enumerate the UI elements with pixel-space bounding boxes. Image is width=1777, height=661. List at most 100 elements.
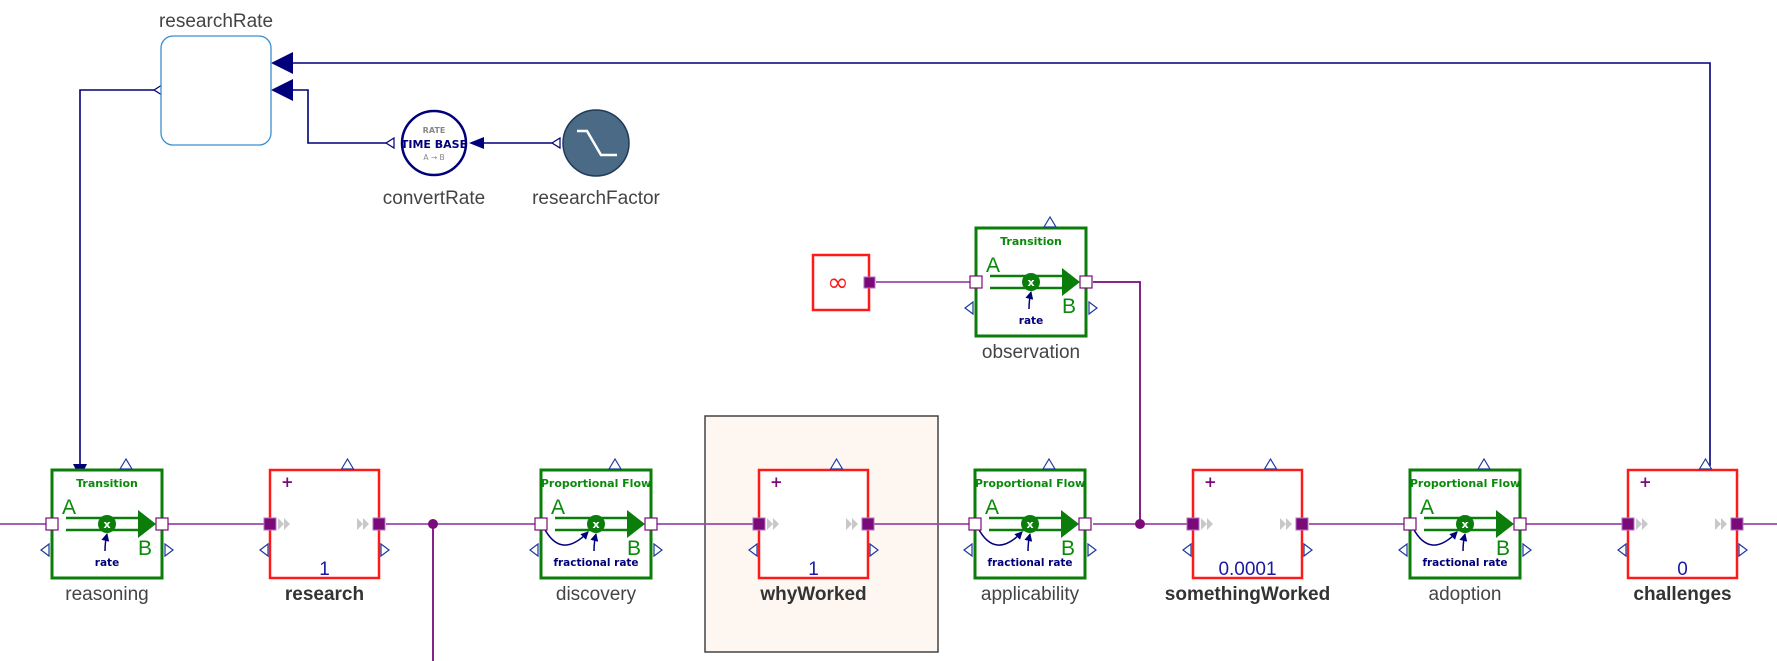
flow-input-label: fractional rate: [1422, 557, 1507, 569]
output-port-left-icon[interactable]: [748, 542, 758, 558]
stock-somethingWorked[interactable]: +0.0001 somethingWorked: [1165, 457, 1330, 605]
input-port-icon[interactable]: [118, 457, 134, 470]
flow-arrow-icon: [1062, 268, 1080, 296]
flow-port-b[interactable]: [1513, 517, 1527, 531]
flow-port-b[interactable]: [1079, 275, 1093, 289]
parameter-researchRate[interactable]: researchRate: [159, 11, 273, 146]
stock-port-out[interactable]: [1295, 517, 1309, 531]
output-port-right-icon[interactable]: [1087, 542, 1097, 558]
flow-port-a[interactable]: [1403, 517, 1417, 531]
flow-b-label: B: [1062, 295, 1076, 318]
output-port-icon[interactable]: [550, 136, 561, 150]
junction-dot: [428, 519, 438, 529]
stock-port-in[interactable]: [752, 517, 766, 531]
flow-port-a[interactable]: [969, 275, 983, 289]
arrowhead-icon: [271, 79, 293, 101]
input-port-icon[interactable]: [829, 457, 844, 470]
signal-line-challenges-to-researchRate[interactable]: [290, 62, 1711, 466]
output-port-left-icon[interactable]: [529, 542, 539, 558]
output-port-right-icon[interactable]: [869, 542, 879, 558]
input-port-icon[interactable]: [607, 457, 623, 470]
input-port-icon[interactable]: [1698, 457, 1713, 470]
output-port-right-icon[interactable]: [1088, 300, 1098, 316]
flow-type-label: Proportional Flow: [975, 477, 1085, 490]
flow-port-a[interactable]: [968, 517, 982, 531]
stock-port-in[interactable]: [263, 517, 277, 531]
output-port-left-icon[interactable]: [1182, 542, 1192, 558]
multiply-symbol: x: [1027, 276, 1034, 289]
signal-line-convertRate-to-researchRate[interactable]: [290, 89, 386, 144]
signal-line-researchRate-to-reasoning[interactable]: [79, 89, 154, 470]
flow-input-label: fractional rate: [987, 557, 1072, 569]
flow-port-b[interactable]: [644, 517, 658, 531]
output-port-right-icon[interactable]: [1303, 542, 1313, 558]
flow-port-b[interactable]: [155, 517, 169, 531]
multiply-icon: [1456, 515, 1474, 533]
flow-connections: [0, 281, 1777, 661]
flow-arrow-icon: [627, 510, 645, 538]
flow-a-label: A: [985, 496, 999, 519]
flow-input-label: fractional rate: [553, 557, 638, 569]
input-port-icon[interactable]: [340, 457, 355, 470]
converter-bottom-text: A → B: [423, 153, 444, 162]
junction-dot: [1135, 519, 1145, 529]
stock-name: somethingWorked: [1165, 584, 1330, 605]
output-port-right-icon[interactable]: [653, 542, 663, 558]
stock-port-in[interactable]: [1621, 517, 1635, 531]
multiply-symbol: x: [103, 518, 110, 531]
flow-port-a[interactable]: [534, 517, 548, 531]
connector-port[interactable]: [863, 276, 876, 289]
flows-layer: TransitionABxratereasoningTransitionABxr…: [40, 215, 1532, 605]
output-port-left-icon[interactable]: [40, 542, 50, 558]
multiply-icon: [1022, 273, 1040, 291]
output-port-icon[interactable]: [384, 136, 395, 150]
flow-name: observation: [982, 342, 1080, 363]
step-down-icon: [577, 129, 617, 157]
output-port-right-icon[interactable]: [164, 542, 174, 558]
flow-name: applicability: [981, 584, 1080, 605]
flow-input-label: rate: [95, 557, 119, 569]
input-port-icon[interactable]: [1041, 457, 1057, 470]
input-port-icon[interactable]: [1476, 457, 1492, 470]
input-port-icon[interactable]: [1263, 457, 1278, 470]
flow-a-label: A: [62, 496, 76, 519]
stock-port-out[interactable]: [1730, 517, 1744, 531]
input-port-icon[interactable]: [1042, 215, 1058, 228]
flow-port-b[interactable]: [1078, 517, 1092, 531]
plus-icon: +: [1204, 473, 1217, 491]
output-port-left-icon[interactable]: [259, 542, 269, 558]
stock-port-in[interactable]: [1186, 517, 1200, 531]
converter-convertRate[interactable]: RATE TIME BASE A → B convertRate: [383, 109, 485, 209]
flow-arrow-icon: [1496, 510, 1514, 538]
stock-value: 0.0001: [1218, 559, 1276, 580]
output-port-left-icon[interactable]: [964, 300, 974, 316]
source-name: researchFactor: [532, 188, 660, 209]
arrowhead-icon: [469, 137, 484, 149]
stock-port-out[interactable]: [861, 517, 875, 531]
multiply-symbol: x: [1461, 518, 1468, 531]
output-port-right-icon[interactable]: [1522, 542, 1532, 558]
plus-icon: +: [770, 473, 783, 491]
flow-a-label: A: [551, 496, 565, 519]
output-port-left-icon[interactable]: [1398, 542, 1408, 558]
chevron-icon: [1201, 518, 1213, 530]
output-port-right-icon[interactable]: [1738, 542, 1748, 558]
flow-type-label: Transition: [1000, 235, 1062, 248]
source-researchFactor[interactable]: researchFactor: [532, 109, 661, 209]
output-port-left-icon[interactable]: [963, 542, 973, 558]
flow-a-label: A: [1420, 496, 1434, 519]
output-port-right-icon[interactable]: [380, 542, 390, 558]
stock-port-out[interactable]: [372, 517, 386, 531]
infinite-source[interactable]: ∞: [811, 253, 876, 312]
output-port-left-icon[interactable]: [1617, 542, 1627, 558]
flow-port-a[interactable]: [45, 517, 59, 531]
